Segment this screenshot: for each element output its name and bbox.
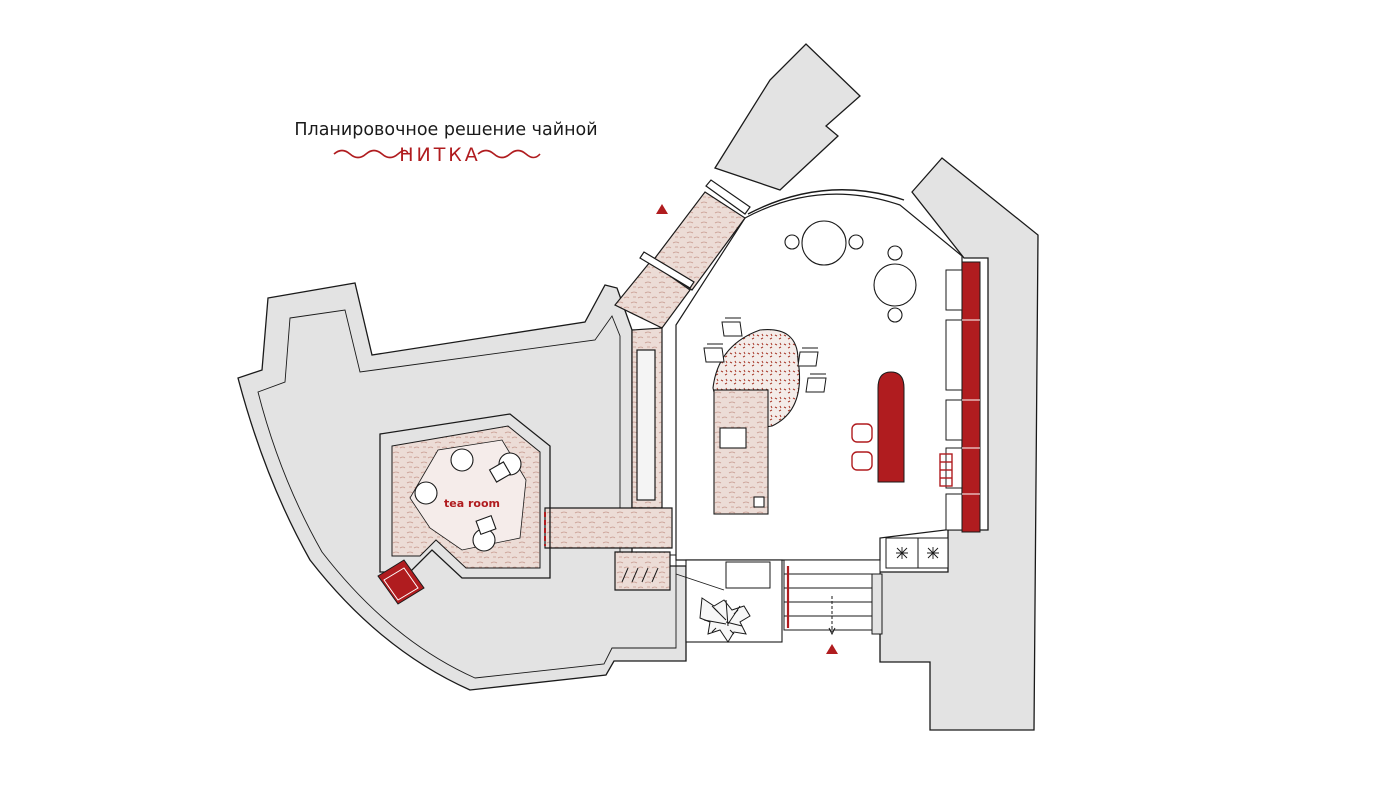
brand-name: НИТКА <box>399 144 481 166</box>
red-stool <box>851 451 873 471</box>
corridor-horizontal <box>544 507 673 549</box>
sink <box>719 427 747 449</box>
shelf-panel <box>945 493 963 531</box>
plant-icon <box>699 597 751 643</box>
shelf-panel <box>945 269 963 311</box>
cushion <box>414 481 438 505</box>
snowflake-icon <box>927 547 939 559</box>
round-table-group-1 <box>784 220 864 266</box>
stair-run <box>783 559 881 631</box>
red-cabinet <box>377 559 425 605</box>
chair <box>887 307 903 323</box>
corridor-doors <box>636 179 751 501</box>
red-stool <box>851 423 873 443</box>
red-cabinet-door <box>383 567 419 601</box>
stool <box>721 317 743 337</box>
appliance-block <box>885 537 949 569</box>
door-corridor-bench <box>636 349 656 501</box>
storage-hatch <box>621 567 659 583</box>
bar-stools <box>703 317 827 393</box>
snowflake-icon <box>896 547 908 559</box>
appliance-unit <box>885 537 919 569</box>
red-counter <box>877 371 905 483</box>
stool <box>703 343 725 363</box>
plan-title: Планировочное решение чайной <box>294 120 597 140</box>
storage-cell <box>614 551 671 591</box>
wavy-ornament-left <box>333 149 409 159</box>
shelf-panel <box>945 319 963 391</box>
low-table <box>488 461 512 483</box>
vestibule-door-swing <box>675 573 725 591</box>
planter-box <box>725 561 771 589</box>
red-rack <box>939 453 953 487</box>
round-table <box>801 220 847 266</box>
entrance-marker-icon <box>826 644 838 654</box>
wall-upper-corridor <box>714 43 861 191</box>
cushion <box>450 448 474 472</box>
red-stools <box>851 423 873 471</box>
red-cabinet-body <box>377 559 425 605</box>
round-table <box>873 263 917 307</box>
round-table-group-2 <box>873 245 917 323</box>
inner-outline-left <box>257 309 677 679</box>
door-upper <box>705 179 751 215</box>
right-shelving <box>945 261 981 533</box>
tea-room-cushions <box>414 448 522 552</box>
low-table <box>475 514 497 536</box>
chair <box>784 234 800 250</box>
stool <box>805 373 827 393</box>
stair-arrow-head <box>828 627 836 636</box>
bar-counter <box>712 329 801 515</box>
chair <box>848 234 864 250</box>
staircase <box>783 559 883 636</box>
wavy-ornament-right <box>477 149 541 159</box>
corridor-diagonal <box>651 191 746 291</box>
shelf-panel <box>945 399 963 441</box>
chair <box>887 245 903 261</box>
curved-back-wall <box>747 189 905 215</box>
entrance-marker-icon <box>656 204 668 214</box>
door-mid <box>639 251 695 289</box>
red-shelf-rail <box>961 261 981 533</box>
bin <box>753 496 765 508</box>
stair-landing <box>871 573 883 635</box>
stool <box>797 347 819 367</box>
tea-room-label: tea room <box>444 497 500 510</box>
bar-counter-body <box>713 389 769 515</box>
